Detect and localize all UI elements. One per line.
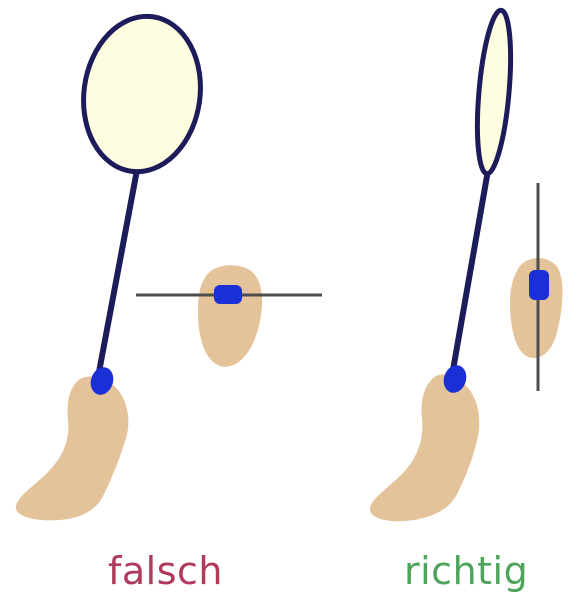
hand-right-icon: [370, 374, 479, 521]
finger-pad-left-icon: [198, 265, 262, 367]
caption-right: richtig: [404, 548, 528, 594]
racket-head-right-icon: [472, 9, 516, 175]
hand-left-icon: [16, 376, 128, 520]
panel-wrong: [16, 9, 322, 521]
racket-shaft-left: [99, 170, 137, 372]
racket-head-left-icon: [74, 9, 211, 180]
finger-mark-left: [214, 285, 242, 304]
finger-mark-right: [529, 270, 549, 300]
racket-shaft-right: [453, 176, 487, 370]
panel-right: [370, 9, 563, 521]
caption-wrong: falsch: [108, 548, 223, 594]
